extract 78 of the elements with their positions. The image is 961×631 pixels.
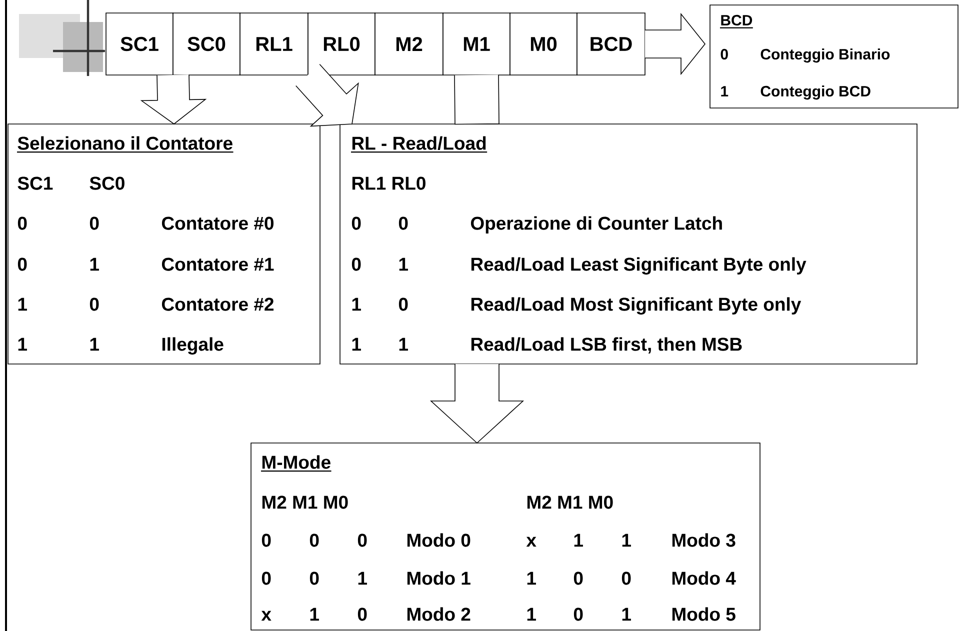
table-cell: 0 [398, 216, 408, 230]
register-bit-cell: SC1 [106, 12, 174, 76]
table-cell: 1 [90, 338, 99, 351]
block-arrow [454, 74, 500, 125]
table-cell: 1 [90, 258, 99, 271]
table-cell: 0 [358, 534, 367, 547]
table-cell: 0 [574, 572, 583, 585]
table-cell: 0 [358, 608, 367, 621]
block-arrow [430, 364, 524, 444]
table-cell: 0 [398, 298, 408, 311]
table-cell: M2 M1 M0 [262, 496, 348, 509]
table-cell: 1 [622, 608, 631, 621]
table-cell: Contatore #1 [162, 258, 274, 271]
table-cell: 1 [527, 572, 536, 585]
table-cell: 1 [18, 298, 27, 311]
table-cell: x [526, 536, 536, 547]
table-cell: 0 [18, 216, 27, 230]
table-cell: RL1 RL0 [352, 176, 426, 190]
table-cell: Read/Load LSB first, then MSB [471, 337, 742, 354]
table-heading: RL - Read/Load [351, 136, 488, 153]
register-bit-cell: RL0 [308, 12, 376, 76]
table-cell: Modo 1 [407, 571, 470, 585]
table-cell: SC0 [90, 176, 124, 190]
table-cell: SC1 [18, 176, 53, 190]
table-cell: 1 [721, 86, 728, 96]
table-cell: 1 [358, 572, 367, 585]
table-cell: Operazione di Counter Latch [470, 216, 722, 234]
table-cell: 0 [90, 216, 99, 230]
table-heading: M-Mode [261, 455, 332, 472]
register-bit-cell: BCD [576, 12, 646, 76]
table-cell: Read/Load Most Significant Byte only [471, 297, 802, 315]
table-cell: 1 [310, 608, 319, 621]
table-cell: 0 [310, 534, 319, 547]
table-cell: Modo 0 [407, 533, 470, 547]
table-cell: 0 [18, 258, 27, 271]
register-bit-cell: SC0 [172, 12, 240, 76]
register-bit-cell: M0 [510, 12, 578, 76]
table-cell: 1 [18, 338, 27, 351]
table-cell: 0 [262, 572, 271, 585]
table-cell: 0 [90, 298, 99, 311]
table-box [250, 442, 760, 630]
table-cell: 1 [527, 608, 536, 621]
table-cell: 1 [574, 534, 583, 547]
table-cell: 0 [262, 534, 271, 547]
table-cell: 0 [720, 48, 728, 60]
table-cell: Conteggio BCD [760, 86, 870, 100]
table-cell: 0 [310, 572, 319, 585]
table-cell: Modo 3 [672, 533, 736, 547]
table-cell: 1 [352, 298, 361, 311]
table-cell: Modo 4 [672, 571, 736, 585]
table-box [8, 124, 320, 364]
table-cell: 1 [399, 258, 408, 271]
table-cell: Read/Load Least Significant Byte only [471, 257, 806, 275]
block-arrow [644, 12, 706, 76]
register-bit-cell: RL1 [240, 12, 308, 76]
table-cell: 0 [622, 572, 631, 585]
table-cell: 0 [352, 216, 361, 230]
register-bit-cell: M1 [442, 12, 510, 76]
table-cell: Contatore #0 [162, 216, 274, 230]
table-cell: 1 [622, 534, 631, 547]
table-heading: BCD [720, 14, 753, 28]
table-cell: Modo 2 [407, 607, 470, 621]
table-box [710, 4, 958, 108]
block-arrow [295, 64, 359, 127]
table-cell: 0 [574, 608, 583, 621]
table-cell: 1 [399, 338, 408, 351]
table-box [340, 124, 918, 364]
table-heading: Selezionano il Contatore [17, 136, 234, 153]
table-cell: x [261, 610, 272, 621]
table-cell: 1 [352, 338, 361, 351]
register-bit-cell: M2 [374, 12, 444, 76]
table-cell: M2 M1 M0 [527, 496, 613, 509]
block-arrow [140, 74, 207, 124]
table-cell: Modo 5 [672, 607, 736, 621]
table-cell: Conteggio Binario [760, 48, 890, 63]
table-cell: 0 [352, 258, 361, 271]
table-cell: Contatore #2 [162, 298, 274, 311]
table-cell: Illegale [162, 337, 224, 355]
